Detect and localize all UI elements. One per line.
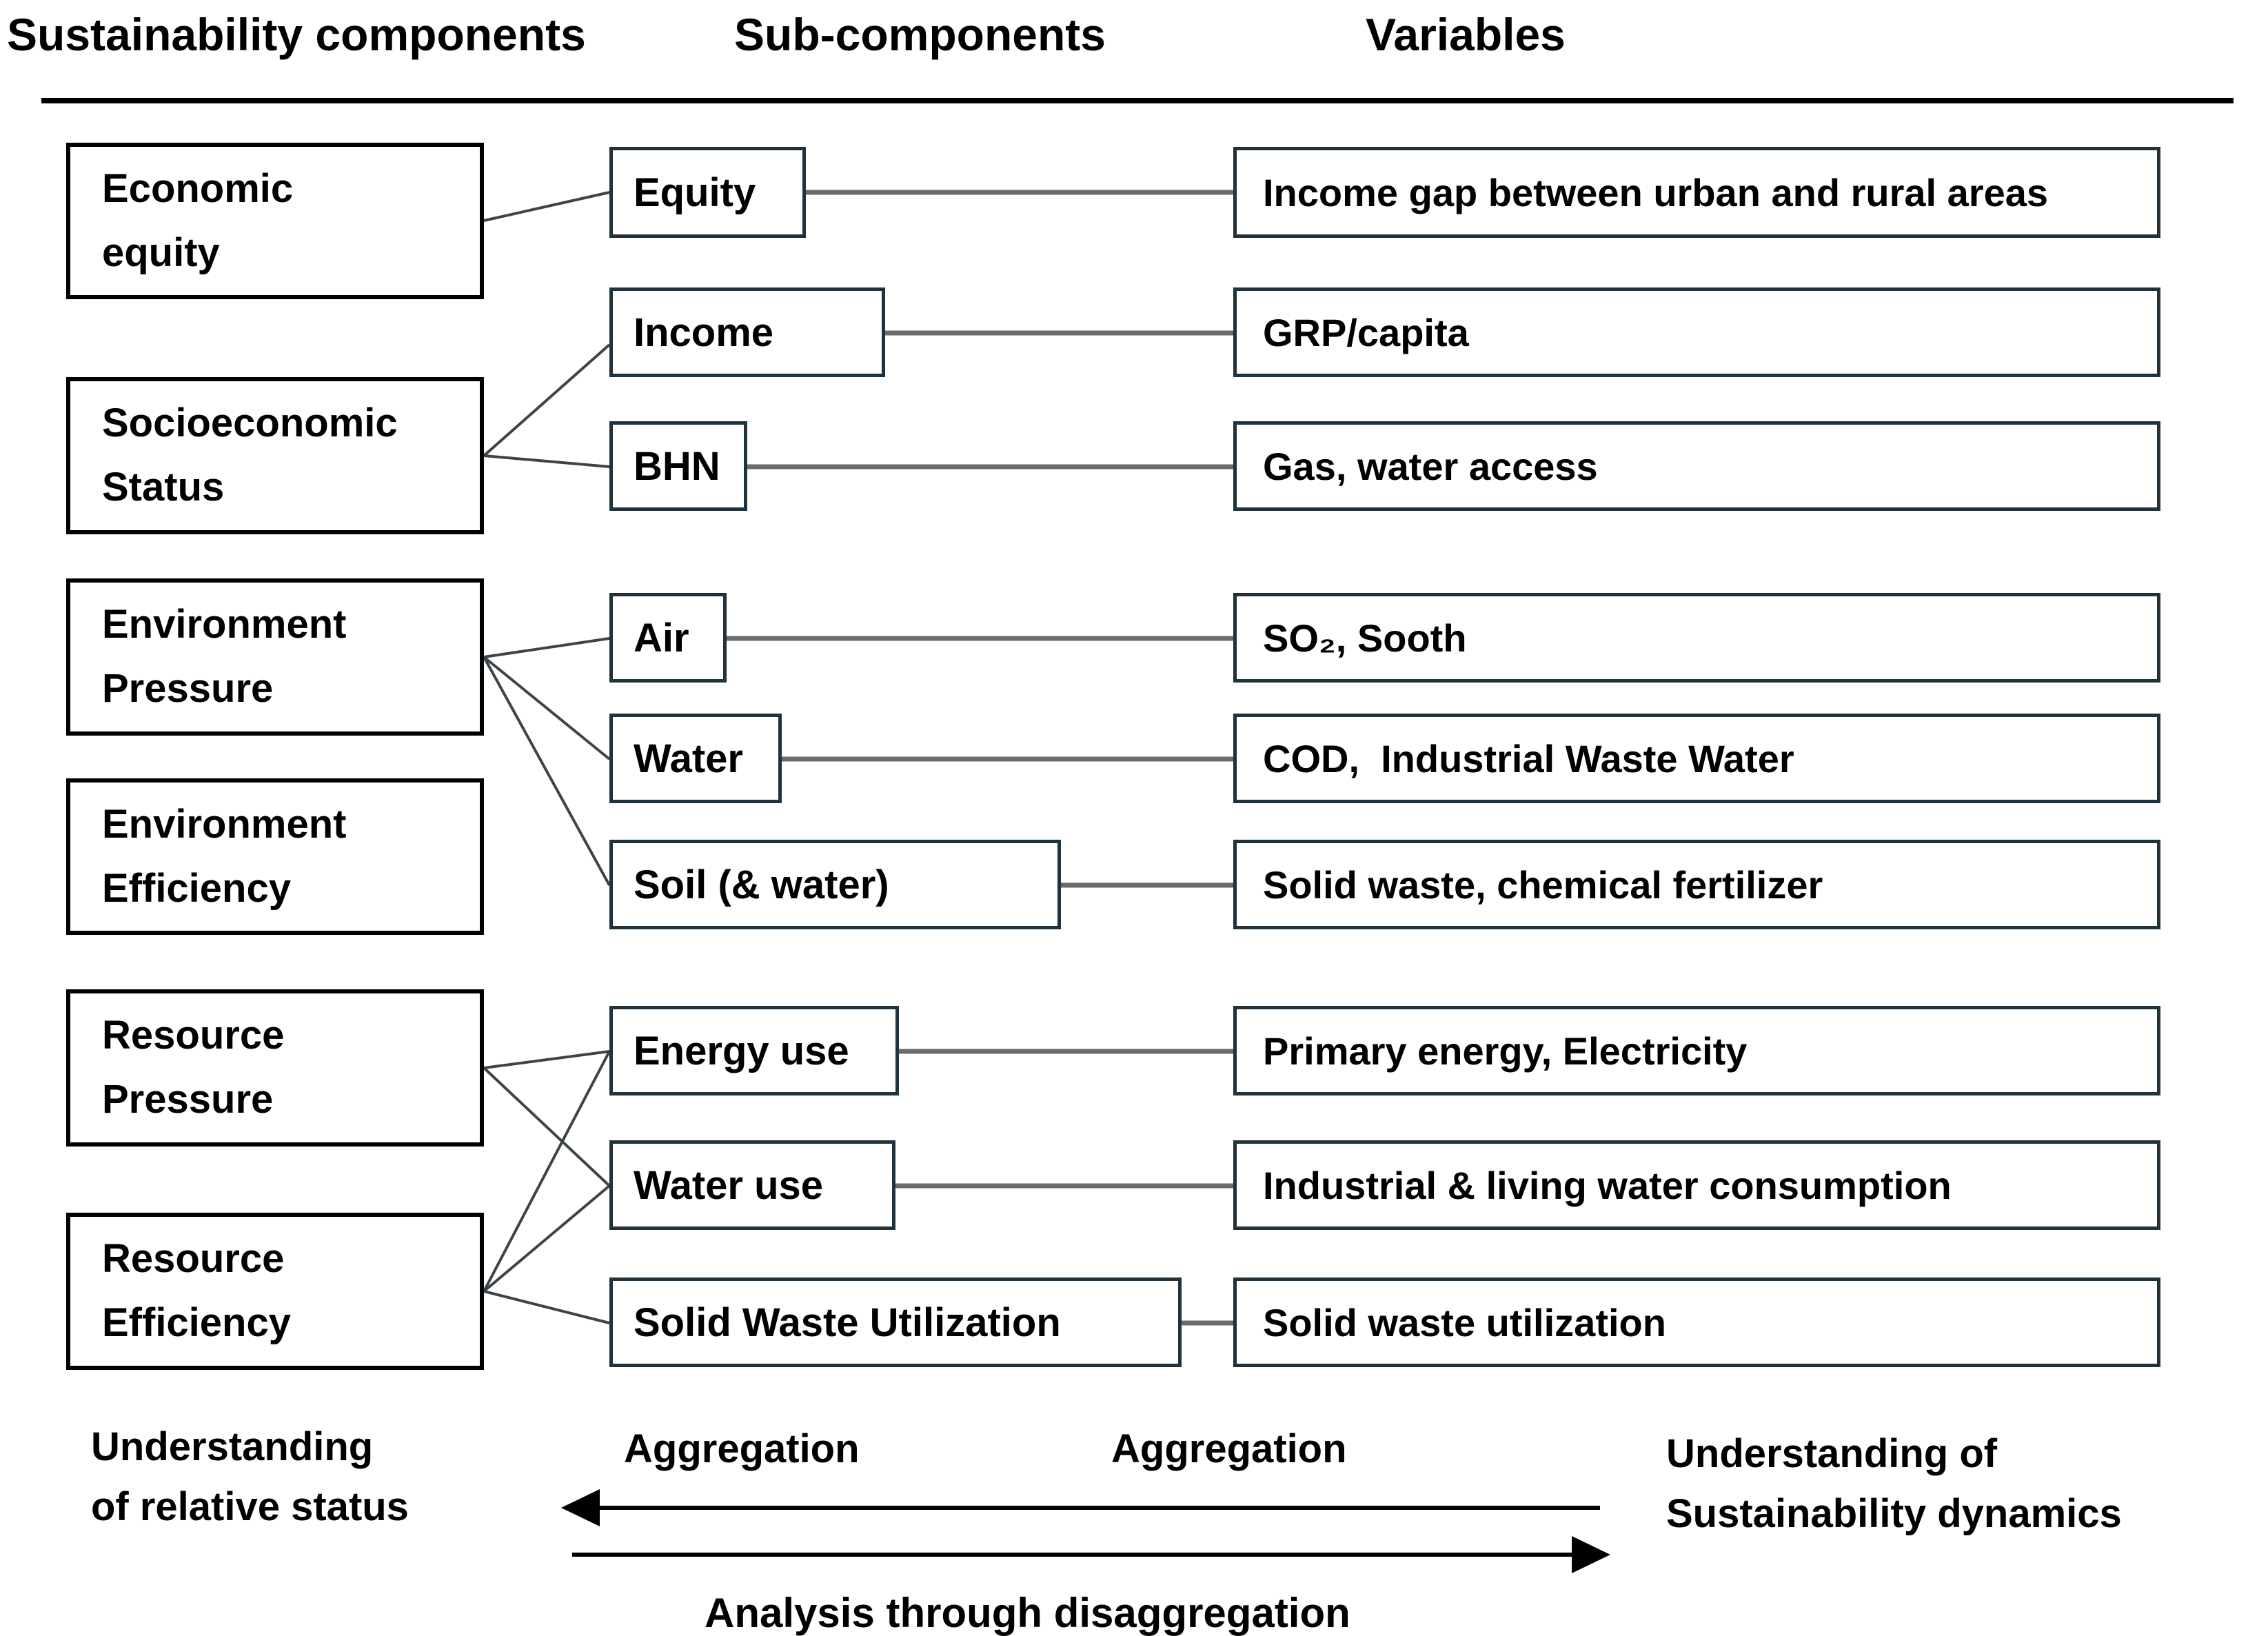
var-box-income-gap: Income gap between urban and rural areas (1233, 147, 2160, 238)
component-label-resource-efficiency: Resource Efficiency (102, 1236, 291, 1345)
var-box-grp-capita: GRP/capita (1233, 287, 2160, 377)
footer-understanding-sustainability-dynamics: Understanding of Sustainability dynamics (1666, 1431, 2122, 1536)
sub-box-income: Income (609, 287, 885, 377)
component-box-socioeconomic-status: Socioeconomic Status (66, 377, 484, 534)
footer-analysis-through-disaggregation: Analysis through disaggregation (705, 1590, 1350, 1636)
sub-label-soil-and-water: Soil (& water) (634, 862, 889, 907)
var-box-solid-waste-fertilizer: Solid waste, chemical fertilizer (1233, 840, 2160, 929)
component-box-resource-pressure: Resource Pressure (66, 989, 484, 1147)
var-box-so2-sooth: SO₂, Sooth (1233, 593, 2160, 683)
var-label-so2-sooth: SO₂, Sooth (1263, 616, 1467, 660)
sub-label-bhn: BHN (634, 443, 720, 489)
sub-label-water-use: Water use (634, 1162, 824, 1208)
header-sustainability-components: Sustainability components (7, 9, 586, 60)
var-label-primary-energy: Primary energy, Electricity (1263, 1029, 1748, 1073)
var-box-solid-waste-utilization: Solid waste utilization (1233, 1278, 2160, 1367)
aggregation-arrow-left (561, 1489, 1600, 1526)
sub-box-water-use: Water use (609, 1140, 895, 1230)
component-box-resource-efficiency: Resource Efficiency (66, 1213, 484, 1370)
var-label-cod-industrial-waste: COD, Industrial Waste Water (1263, 736, 1794, 780)
sub-box-air: Air (609, 593, 727, 683)
header-sub-components: Sub-components (734, 9, 1106, 60)
sub-label-income: Income (634, 310, 774, 355)
var-label-income-gap: Income gap between urban and rural areas (1263, 170, 2049, 214)
sub-label-solid-waste-utilization: Solid Waste Utilization (634, 1300, 1061, 1345)
sub-label-equity: Equity (634, 170, 756, 215)
sub-box-equity: Equity (609, 147, 806, 238)
sub-label-water: Water (634, 736, 743, 781)
sub-box-bhn: BHN (609, 421, 747, 511)
subcomponent-variable-links (727, 190, 1233, 1326)
var-box-water-consumption: Industrial & living water consumption (1233, 1140, 2160, 1230)
sub-box-energy-use: Energy use (609, 1006, 899, 1095)
component-subcomponent-links (483, 191, 611, 1324)
component-label-environment-pressure: Environment Pressure (102, 602, 347, 711)
var-label-gas-water-access: Gas, water access (1263, 444, 1598, 488)
sub-box-soil-and-water: Soil (& water) (609, 840, 1061, 929)
sub-box-solid-waste-utilization: Solid Waste Utilization (609, 1278, 1182, 1367)
component-box-economic-equity: Economic equity (66, 143, 484, 299)
component-box-environment-pressure: Environment Pressure (66, 578, 484, 736)
var-box-cod-industrial-waste: COD, Industrial Waste Water (1233, 714, 2160, 803)
component-label-resource-pressure: Resource Pressure (102, 1013, 285, 1122)
sub-label-air: Air (634, 615, 689, 660)
component-label-socioeconomic-status: Socioeconomic Status (102, 401, 398, 509)
header-variables: Variables (1366, 9, 1566, 60)
footer-understanding-relative-status: Understanding of relative status (91, 1424, 409, 1529)
var-box-gas-water-access: Gas, water access (1233, 421, 2160, 511)
disaggregation-arrow-right (572, 1536, 1610, 1573)
sub-label-energy-use: Energy use (634, 1028, 849, 1073)
component-label-environment-efficiency: Environment Efficiency (102, 801, 347, 911)
footer-aggregation-right-label: Aggregation (1111, 1426, 1347, 1471)
component-box-environment-efficiency: Environment Efficiency (66, 778, 484, 935)
sub-box-water: Water (609, 714, 782, 803)
var-box-primary-energy: Primary energy, Electricity (1233, 1006, 2160, 1095)
var-label-water-consumption: Industrial & living water consumption (1263, 1163, 1952, 1207)
var-label-grp-capita: GRP/capita (1263, 310, 1469, 354)
component-label-economic-equity: Economic equity (102, 165, 294, 275)
footer-aggregation-left-label: Aggregation (624, 1426, 860, 1471)
var-label-solid-waste-fertilizer: Solid waste, chemical fertilizer (1263, 862, 1823, 907)
var-label-solid-waste-utilization: Solid waste utilization (1263, 1300, 1666, 1344)
